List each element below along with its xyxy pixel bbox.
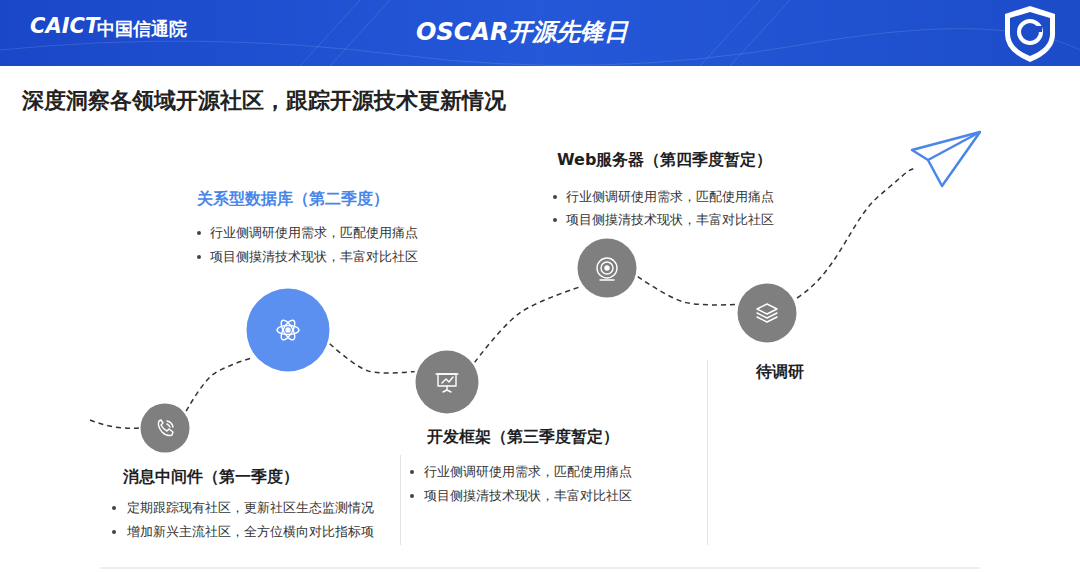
circle-shape xyxy=(578,239,637,298)
bullet-dot xyxy=(553,218,557,222)
milestone-node: 消息中间件（第一季度）定期跟踪现有社区，更新社区生态监测情况增加新兴主流社区，全… xyxy=(140,403,190,453)
milestone-circle xyxy=(415,350,479,414)
bullet-text: 项目侧摸清技术现状，丰富对比社区 xyxy=(566,212,774,228)
dashed-connector xyxy=(330,344,415,373)
bullet-dot xyxy=(197,255,201,259)
paper-plane-icon xyxy=(912,132,980,186)
bullet-dot xyxy=(553,195,557,199)
shield-logo xyxy=(1005,6,1055,62)
milestone-node: 待调研 xyxy=(737,283,797,343)
stage-heading: 待调研 xyxy=(756,362,804,381)
milestone-node: 开发框架（第三季度暂定）行业侧调研使用需求，匹配使用痛点项目侧摸清技术现状，丰富… xyxy=(415,350,479,414)
lead-in-dash xyxy=(90,420,140,428)
milestone-node: Web服务器（第四季度暂定）行业侧调研使用需求，匹配使用痛点项目侧摸清技术现状，… xyxy=(577,238,637,298)
lead-out-dash xyxy=(797,168,915,298)
stage-heading: 开发框架（第三季度暂定） xyxy=(427,427,619,446)
separator-line xyxy=(707,360,708,545)
bullet-text: 行业侧调研使用需求，匹配使用痛点 xyxy=(424,464,632,480)
node-icon xyxy=(597,258,617,280)
stage-heading: 关系型数据库（第二季度） xyxy=(197,189,389,208)
circle-shape xyxy=(738,284,797,343)
dashed-connector xyxy=(186,357,253,411)
bullet-text: 项目侧摸清技术现状，丰富对比社区 xyxy=(424,488,632,504)
stage-heading: Web服务器（第四季度暂定） xyxy=(557,150,772,169)
milestone-circle xyxy=(246,288,330,372)
milestone-circle xyxy=(140,403,190,453)
header-pattern xyxy=(0,0,1080,66)
bullet-text: 行业侧调研使用需求，匹配使用痛点 xyxy=(566,189,774,205)
circle-shape xyxy=(247,289,330,372)
circle-shape xyxy=(141,404,190,453)
bullet-dot xyxy=(112,506,116,510)
dashed-connector xyxy=(475,287,581,363)
bullet-text: 项目侧摸清技术现状，丰富对比社区 xyxy=(210,249,418,265)
header-bar xyxy=(0,0,1080,66)
bullet-text: 定期跟踪现有社区，更新社区生态监测情况 xyxy=(127,500,374,516)
footer-line xyxy=(100,567,980,569)
stage-heading: 消息中间件（第一季度） xyxy=(123,467,299,486)
bullet-dot xyxy=(197,231,201,235)
dashed-connector xyxy=(638,277,736,305)
node-icon xyxy=(436,374,458,392)
circle-shape xyxy=(416,351,479,414)
logo-text: 中国信通院 xyxy=(97,17,187,41)
bullet-dot xyxy=(112,530,116,534)
logo-text: CAICT xyxy=(30,14,99,38)
page-title: 深度洞察各领域开源社区，跟踪开源技术更新情况 xyxy=(22,86,506,116)
header-title: OSCAR开源先锋日 xyxy=(416,16,628,48)
bullet-dot xyxy=(410,470,414,474)
bullet-text: 增加新兴主流社区，全方位横向对比指标项 xyxy=(127,524,374,540)
bullet-dot xyxy=(410,494,414,498)
milestone-node: 关系型数据库（第二季度）行业侧调研使用需求，匹配使用痛点项目侧摸清技术现状，丰富… xyxy=(246,288,330,372)
node-icon xyxy=(158,420,173,436)
milestone-circle xyxy=(577,238,637,298)
milestone-circle xyxy=(737,283,797,343)
node-icon xyxy=(757,304,777,322)
bullet-text: 行业侧调研使用需求，匹配使用痛点 xyxy=(210,225,418,241)
node-icon xyxy=(277,318,299,342)
separator-line xyxy=(400,455,401,545)
